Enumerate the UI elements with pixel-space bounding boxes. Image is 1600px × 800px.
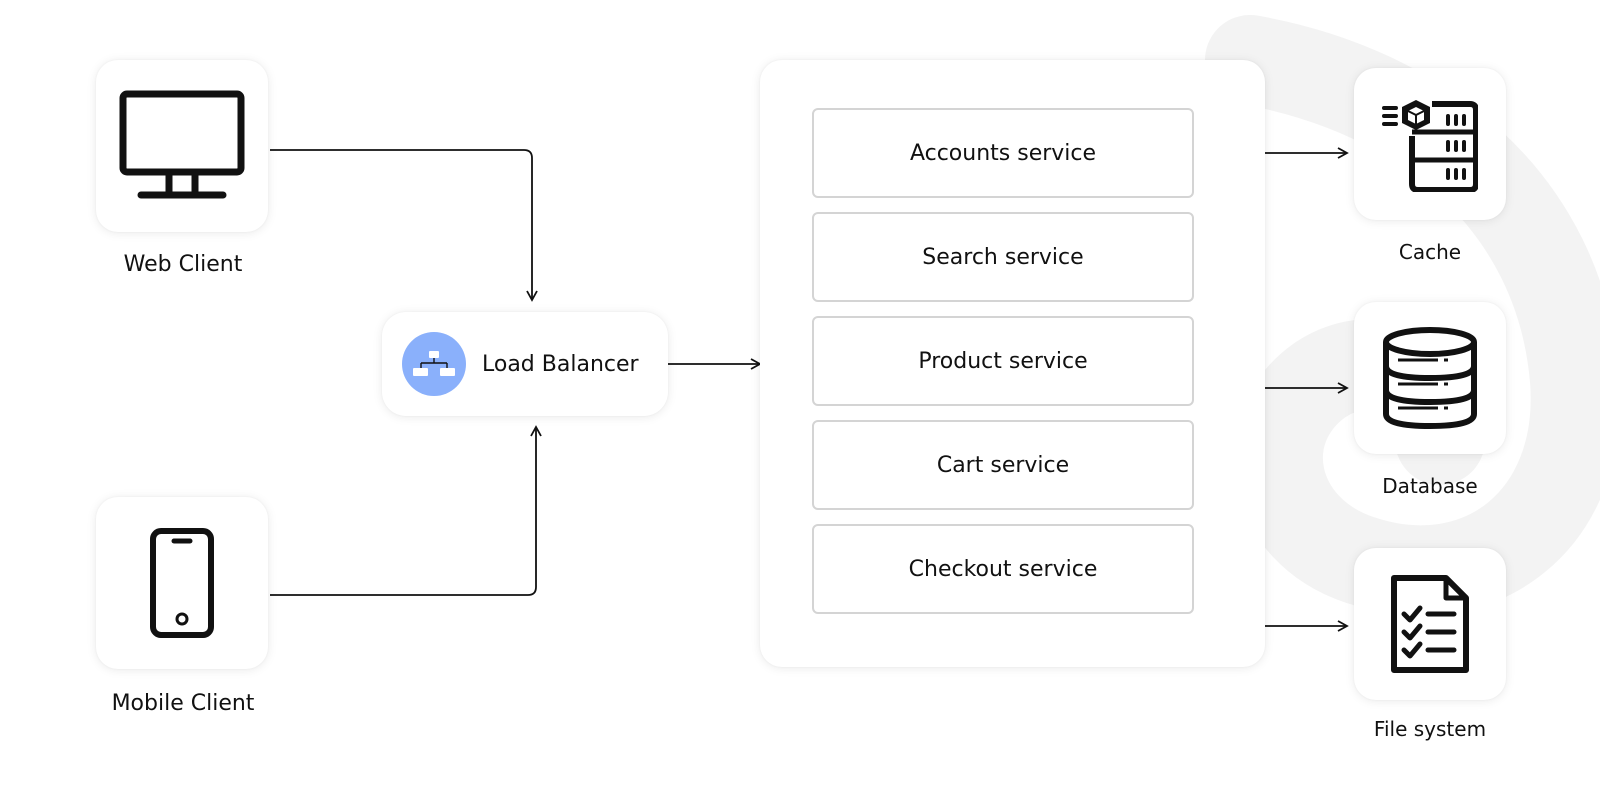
service-accounts[interactable]: Accounts service (812, 108, 1194, 198)
cache-card[interactable] (1354, 68, 1506, 220)
service-product[interactable]: Product service (812, 316, 1194, 406)
monitor-icon (119, 90, 245, 199)
mobile-client-label: Mobile Client (111, 691, 255, 716)
database-icon (1383, 327, 1477, 430)
filesystem-label: File system (1373, 717, 1487, 741)
service-cart[interactable]: Cart service (812, 420, 1194, 510)
database-card[interactable] (1354, 302, 1506, 454)
service-search[interactable]: Search service (812, 212, 1194, 302)
sitemap-icon (413, 351, 455, 376)
load-balancer-card[interactable]: Load Balancer (382, 312, 668, 416)
smartphone-icon (150, 528, 214, 638)
load-balancer-badge (402, 332, 466, 396)
mobile-to-lb-arrow (270, 425, 542, 596)
cache-label: Cache (1398, 240, 1462, 264)
load-balancer-label: Load Balancer (482, 351, 639, 377)
checklist-document-icon (1391, 575, 1469, 673)
web-client-card[interactable] (96, 60, 268, 232)
web-client-label: Web Client (123, 252, 243, 277)
services-container: Accounts service Search service Product … (760, 60, 1265, 667)
cache-server-icon (1382, 100, 1478, 192)
database-label: Database (1382, 474, 1478, 498)
filesystem-card[interactable] (1354, 548, 1506, 700)
service-checkout[interactable]: Checkout service (812, 524, 1194, 614)
web-to-lb-arrow (270, 149, 538, 302)
mobile-client-card[interactable] (96, 497, 268, 669)
